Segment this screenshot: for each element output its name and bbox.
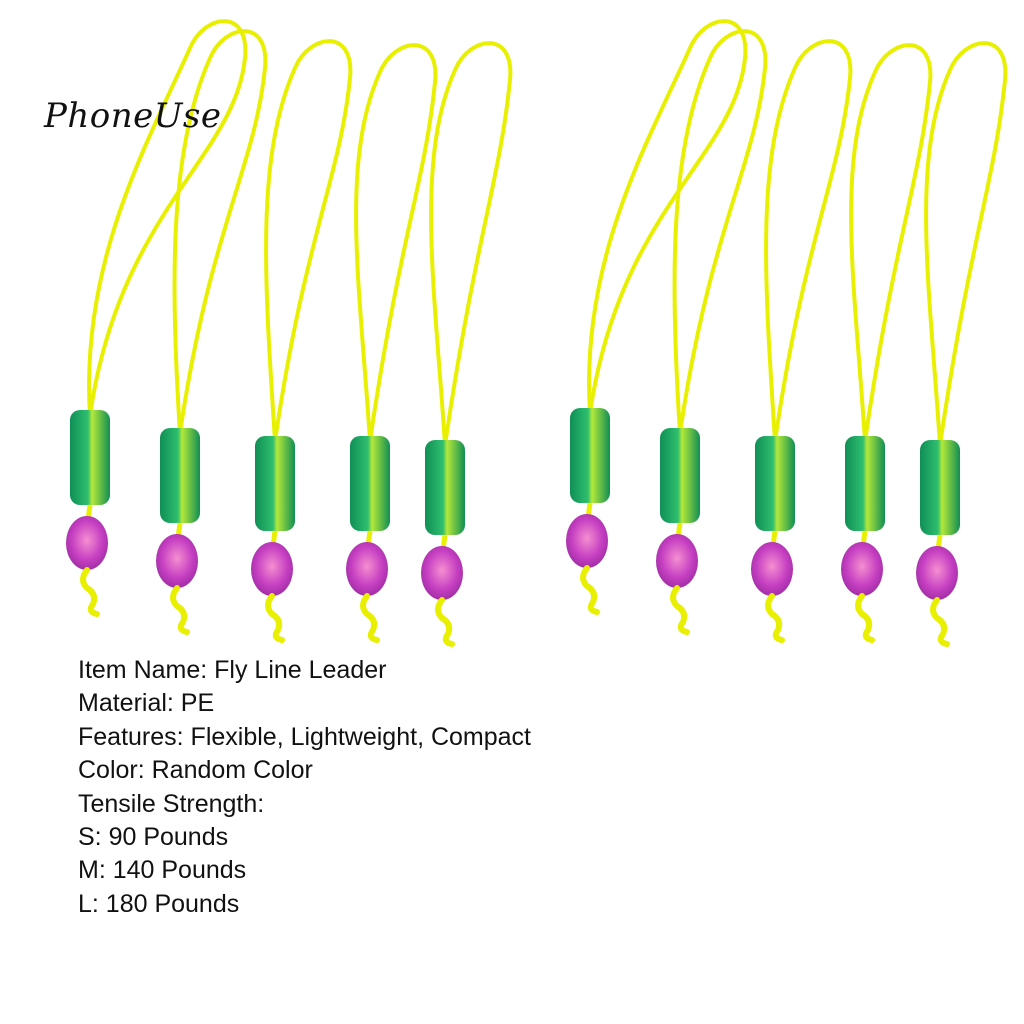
fly-line-leader <box>656 29 768 635</box>
leader-bead <box>751 542 793 596</box>
leader-loop <box>764 39 853 443</box>
fly-line-leader <box>841 43 933 643</box>
leader-knot <box>360 593 380 643</box>
leader-tube <box>920 440 960 535</box>
leader-knot <box>265 593 285 643</box>
leader-knot <box>670 585 690 635</box>
leader-knot <box>80 567 100 617</box>
leader-tube <box>570 408 610 503</box>
leader-tube <box>660 428 700 523</box>
leader-loop <box>924 41 1008 447</box>
leader-loop <box>587 19 748 415</box>
spec-size-l: L: 180 Pounds <box>78 889 240 918</box>
leader-bead <box>841 542 883 596</box>
leader-tube <box>350 436 390 531</box>
fly-line-leader <box>346 43 438 643</box>
spec-item-name: Item Name: Fly Line Leader <box>78 656 387 684</box>
leader-loop <box>354 43 438 443</box>
leader-tube <box>845 436 885 531</box>
spec-material: Material: PE <box>78 689 215 718</box>
brand-watermark: PhoneUse <box>44 96 222 136</box>
spec-list: Item Name: Fly Line Leader Material: PE … <box>78 654 531 921</box>
leader-bead <box>156 534 198 588</box>
fly-line-leader <box>66 19 248 617</box>
fly-line-leader <box>566 19 748 615</box>
leader-knot <box>765 593 785 643</box>
fly-line-leader <box>751 39 853 643</box>
leader-tube <box>755 436 795 531</box>
leader-bead <box>66 516 108 570</box>
leader-bead <box>421 546 463 600</box>
leader-tube <box>425 440 465 535</box>
leader-knot <box>855 593 875 643</box>
leader-bead <box>916 546 958 600</box>
leader-loop <box>429 41 513 447</box>
fly-line-leader <box>251 39 353 643</box>
leader-bead <box>346 542 388 596</box>
leader-tube <box>160 428 200 523</box>
leader-tube <box>255 436 295 531</box>
leader-bead <box>566 514 608 568</box>
spec-size-m: M: 140 Pounds <box>78 856 247 885</box>
leader-bead <box>251 542 293 596</box>
leader-loop <box>172 29 268 435</box>
leader-knot <box>435 597 455 647</box>
fly-line-leader <box>916 41 1008 647</box>
leader-knot <box>580 565 600 615</box>
leader-loop <box>672 29 768 435</box>
fly-line-leader <box>421 41 513 647</box>
leader-bead <box>656 534 698 588</box>
leader-loop <box>87 19 248 417</box>
leader-knot <box>170 585 190 635</box>
fly-line-leader <box>156 29 268 635</box>
leader-tube <box>70 410 110 505</box>
leader-knot <box>930 597 950 647</box>
spec-size-s: S: 90 Pounds <box>78 823 229 852</box>
leader-loop <box>264 39 353 443</box>
spec-color: Color: Random Color <box>78 756 313 785</box>
leader-loop <box>849 43 933 443</box>
spec-features: Features: Flexible, Lightweight, Compact <box>78 722 531 751</box>
product-image <box>66 19 1008 647</box>
spec-tensile-strength: Tensile Strength: <box>78 789 265 818</box>
